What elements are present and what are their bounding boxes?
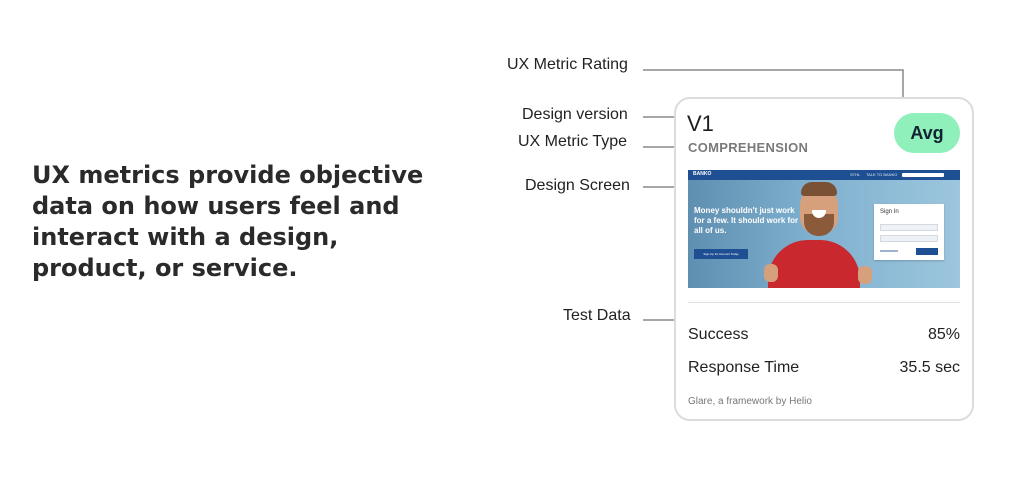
- screen-logo: BANKO: [693, 171, 712, 177]
- headline-line: UX metrics provide objective: [32, 161, 424, 189]
- person-fist: [764, 264, 778, 282]
- callout-type: UX Metric Type: [518, 133, 628, 150]
- person-fist: [858, 266, 872, 284]
- callout-test-data: Test Data: [563, 307, 631, 324]
- signin-username-field: [880, 224, 938, 231]
- test-data-value-response-time: 35.5 sec: [899, 359, 960, 376]
- signin-link: [880, 250, 898, 252]
- headline-line: interact with a design,: [32, 223, 339, 251]
- signin-title: Sign In: [880, 209, 899, 215]
- person-shirt: [768, 240, 860, 288]
- headline: UX metrics provide objective data on how…: [32, 160, 452, 284]
- screen-nav-item: TALK TO BANKO: [866, 172, 898, 177]
- callout-rating: UX Metric Rating: [507, 56, 628, 73]
- screen-nav-item: STHL: [850, 172, 861, 177]
- screen-hero-text: Money shouldn't just work for a few. It …: [694, 206, 799, 235]
- callout-screen: Design Screen: [525, 177, 630, 194]
- screen-search-input: [902, 173, 944, 177]
- test-data-value-success: 85%: [927, 326, 960, 343]
- rating-badge: Avg: [894, 113, 960, 153]
- metric-type: COMPREHENSION: [688, 140, 809, 155]
- screen-cta-button: Sign Up for Account Today: [694, 249, 748, 259]
- person-smile: [812, 210, 826, 218]
- test-data-label-response-time: Response Time: [688, 359, 800, 376]
- screen-navbar: [688, 170, 960, 180]
- test-data-label-success: Success: [688, 326, 749, 343]
- signin-password-field: [880, 235, 938, 242]
- design-screen: BANKO STHL TALK TO BANKO Money shouldn't…: [688, 170, 960, 288]
- design-version: V1: [687, 111, 714, 136]
- screen-signin-panel: Sign In: [874, 204, 944, 260]
- person-hair: [801, 182, 837, 196]
- card-divider: [688, 302, 960, 303]
- signin-button: [916, 248, 938, 255]
- headline-line: data on how users feel and: [32, 192, 400, 220]
- person-beard: [804, 214, 834, 236]
- callout-version: Design version: [522, 106, 628, 123]
- card-footer: Glare, a framework by Helio: [688, 396, 812, 407]
- headline-line: product, or service.: [32, 254, 298, 282]
